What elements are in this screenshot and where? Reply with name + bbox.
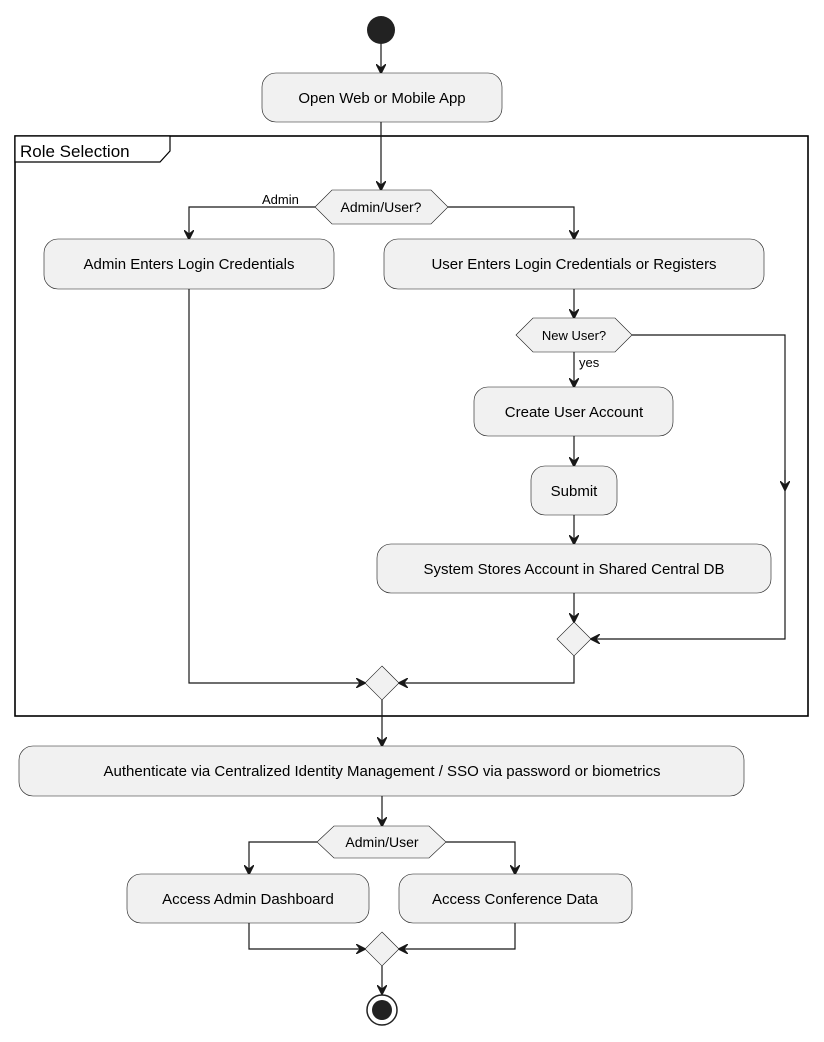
action-label: Admin Enters Login Credentials <box>84 256 295 273</box>
action-label: Access Conference Data <box>432 891 599 908</box>
merge-access <box>364 931 400 967</box>
edges <box>189 44 785 994</box>
edge-access-to-admin-dashboard <box>249 841 317 874</box>
action-admin-dashboard: Access Admin Dashboard <box>126 873 370 924</box>
decision-new-user: New User? <box>515 317 633 353</box>
decision-label: Admin/User <box>345 834 418 850</box>
action-store-account: System Stores Account in Shared Central … <box>376 543 772 594</box>
decision-label: New User? <box>542 328 606 343</box>
action-submit: Submit <box>530 465 618 516</box>
action-user-login: User Enters Login Credentials or Registe… <box>383 238 765 290</box>
edge-role-to-user-login <box>448 206 574 239</box>
decision-access: Admin/User <box>316 825 447 859</box>
action-open-app: Open Web or Mobile App <box>261 72 503 123</box>
edge-merge-new-user-to-merge-role <box>399 656 575 683</box>
action-label: Open Web or Mobile App <box>298 90 465 107</box>
partition-label: Role Selection <box>20 142 130 161</box>
edge-label-yes: yes <box>579 355 600 370</box>
decision-label: Admin/User? <box>341 199 422 215</box>
decision-admin-user: Admin/User? <box>314 189 449 225</box>
action-label: Authenticate via Centralized Identity Ma… <box>104 763 661 780</box>
edge-access-to-conference-data <box>446 841 515 874</box>
merge-role <box>364 665 400 701</box>
action-authenticate: Authenticate via Centralized Identity Ma… <box>18 745 745 797</box>
action-admin-login: Admin Enters Login Credentials <box>43 238 335 290</box>
action-label: Access Admin Dashboard <box>162 891 334 908</box>
edge-admin-dashboard-to-merge <box>248 923 365 949</box>
edge-admin-login-to-merge <box>188 289 365 683</box>
action-create-account: Create User Account <box>473 386 674 437</box>
edge-role-to-admin-login <box>189 206 315 239</box>
action-label: Create User Account <box>505 404 644 421</box>
action-label: Submit <box>551 483 599 500</box>
edge-label-admin: Admin <box>262 192 299 207</box>
action-label: User Enters Login Credentials or Registe… <box>431 256 716 273</box>
merge-new-user <box>556 621 592 657</box>
partition-border <box>14 135 809 717</box>
action-label: System Stores Account in Shared Central … <box>424 561 725 578</box>
partition-tab <box>14 135 171 163</box>
start-node <box>367 16 395 44</box>
action-conference-data: Access Conference Data <box>398 873 633 924</box>
end-node <box>366 994 398 1026</box>
role-selection-partition: Role Selection <box>14 135 809 717</box>
edge-new-user-no-to-merge <box>591 334 786 639</box>
edge-conference-data-to-merge <box>399 923 516 949</box>
